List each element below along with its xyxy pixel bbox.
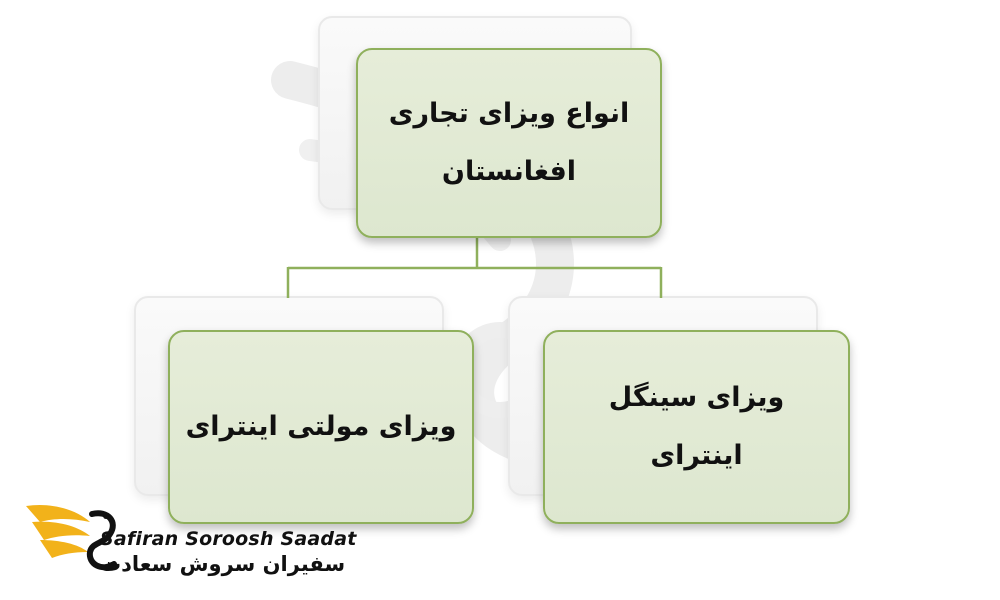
- child-node-single-entry: ویزای سینگل اینترای: [543, 330, 850, 524]
- child-node-single-entry-text: ویزای سینگل اینترای: [609, 369, 785, 485]
- brand-name-persian: سفیران سروش سعادت: [100, 552, 346, 576]
- root-node-text: انواع ویزای تجاری افغانستان: [389, 85, 630, 201]
- child-node-multi-entry-label: ویزای مولتی اینترای: [185, 411, 457, 442]
- root-node: انواع ویزای تجاری افغانستان: [356, 48, 662, 238]
- child-node-single-entry-line2: اینترای: [650, 440, 743, 471]
- root-node-line1: انواع ویزای تجاری: [388, 98, 630, 129]
- child-node-single-entry-line1: ویزای سینگل: [608, 382, 785, 413]
- brand-name-english: Safiran Soroosh Saadat: [100, 528, 357, 550]
- child-node-multi-entry: ویزای مولتی اینترای: [168, 330, 474, 524]
- root-node-line2: افغانستان: [441, 156, 577, 187]
- brand-logo-icon: [26, 504, 117, 571]
